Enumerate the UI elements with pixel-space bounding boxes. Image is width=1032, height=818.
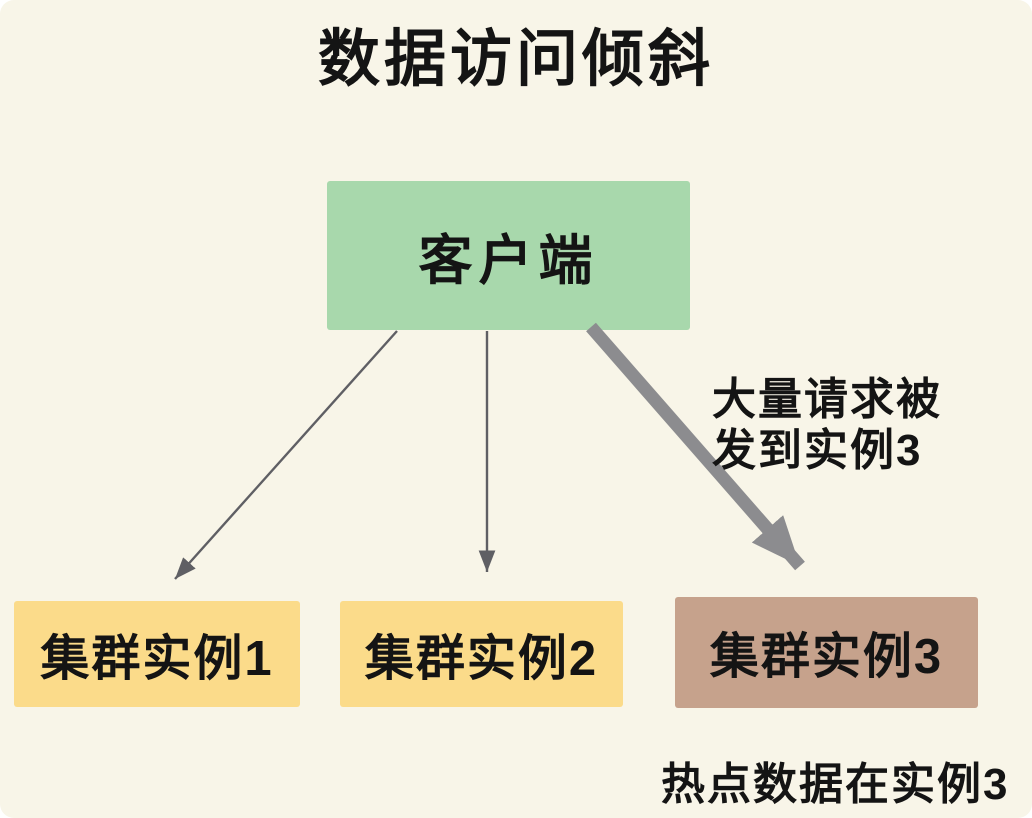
instance-3-node: 集群实例3	[675, 597, 978, 708]
instance-2-label: 集群实例2	[364, 631, 599, 686]
heavy-traffic-annotation-line1: 大量请求被	[712, 375, 942, 424]
instance-2-node: 集群实例2	[340, 601, 623, 707]
instance-1-node: 集群实例1	[14, 601, 300, 707]
diagram-title: 数据访问倾斜	[317, 25, 714, 94]
hot-data-footnote: 热点数据在实例3	[661, 760, 1010, 809]
client-node: 客户端	[327, 181, 690, 330]
arrow-client-to-instance-1	[174, 330, 398, 580]
client-node-label: 客户端	[418, 231, 599, 291]
heavy-traffic-annotation-line2: 发到实例3	[712, 426, 923, 475]
instance-1-label: 集群实例1	[40, 631, 274, 686]
heavy-traffic-annotation: 大量请求被 发到实例3	[712, 374, 942, 476]
instance-3-label: 集群实例3	[709, 630, 944, 684]
